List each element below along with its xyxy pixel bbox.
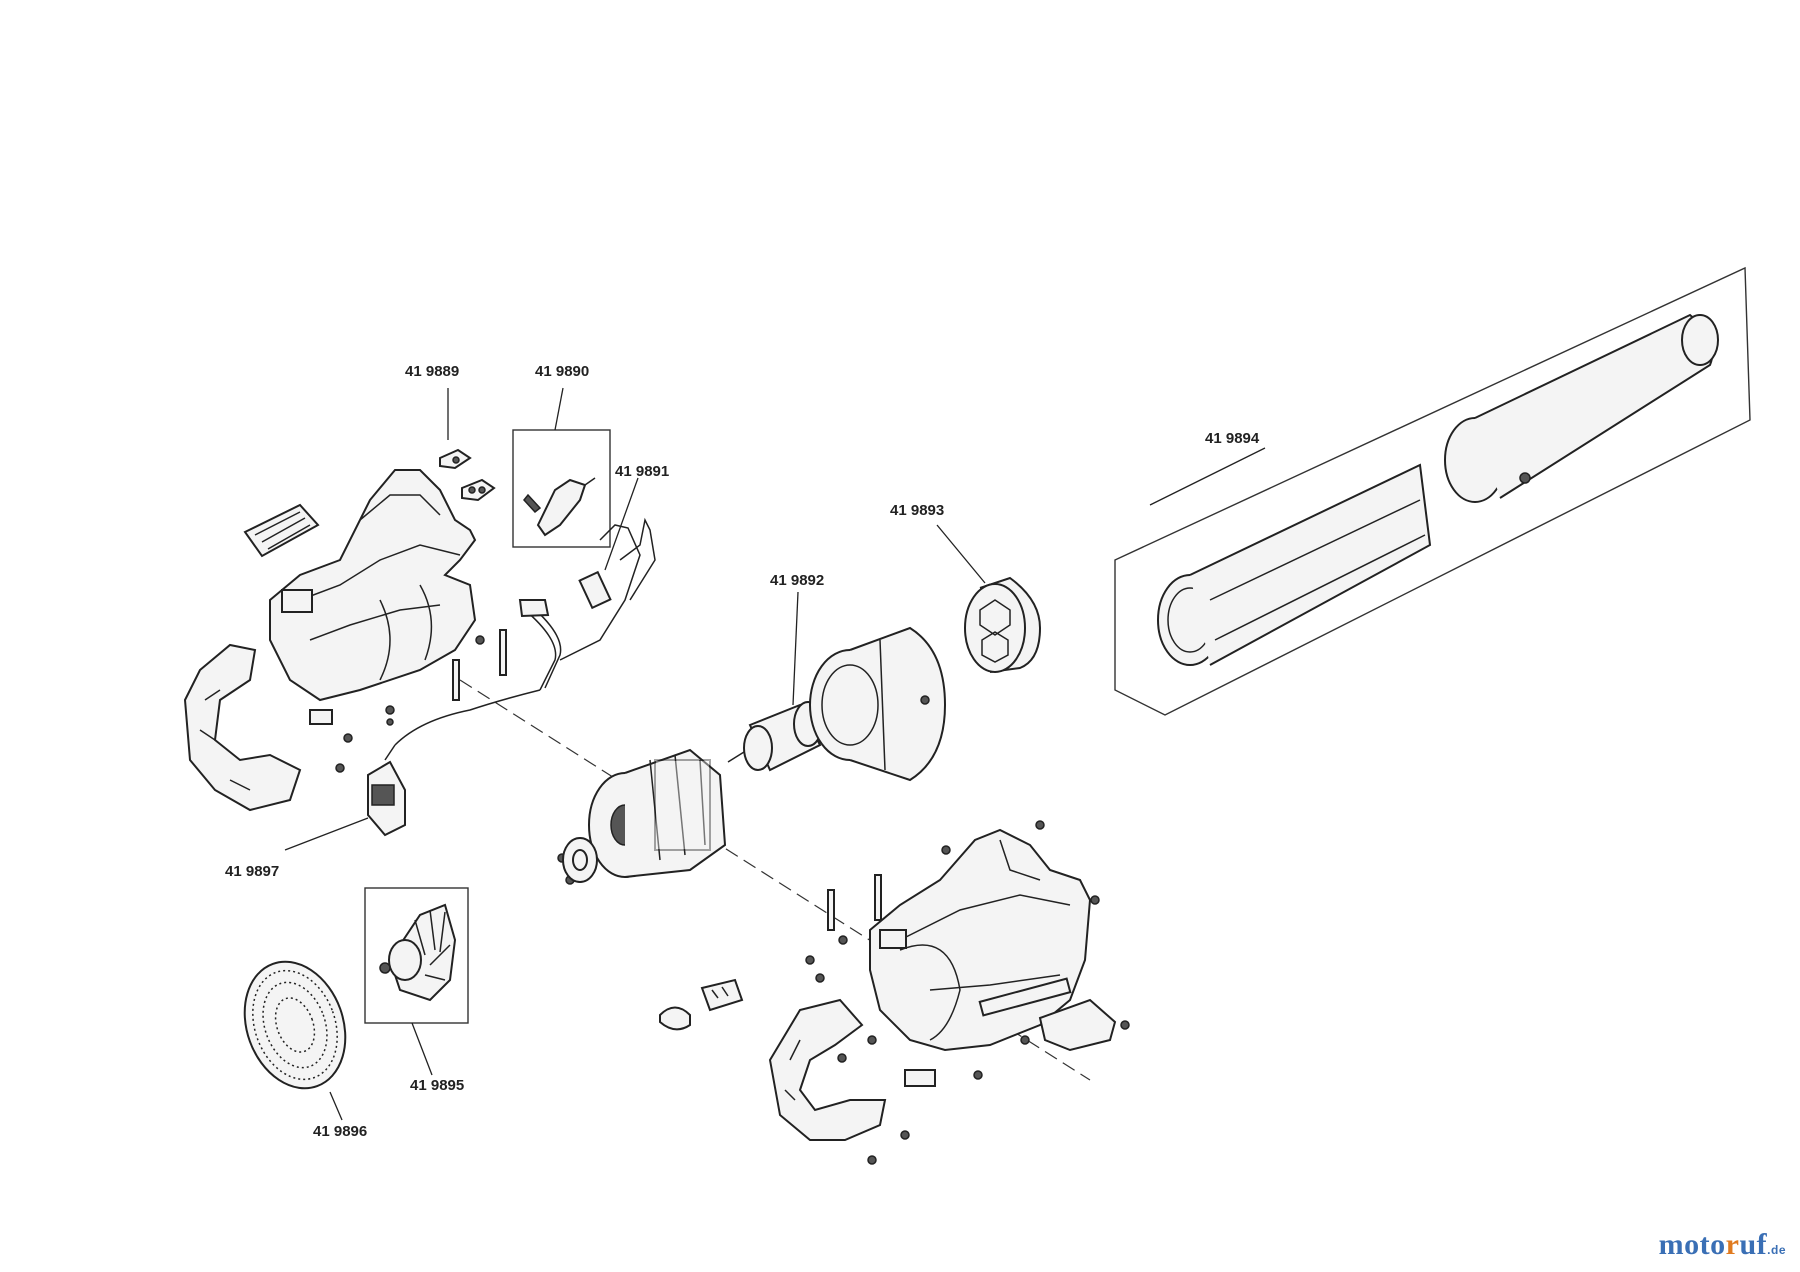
blower-tube xyxy=(1157,313,1719,666)
right-front-cover xyxy=(768,998,887,1141)
label-419890: 41 9890 xyxy=(535,363,589,380)
battery-foot xyxy=(1038,998,1117,1052)
frame-419890 xyxy=(512,429,611,548)
left-housing-half xyxy=(269,469,477,725)
honeycomb-disc xyxy=(964,576,1042,673)
motor-mount xyxy=(809,626,947,782)
wiring-harness xyxy=(384,517,656,761)
fan-shroud xyxy=(588,748,727,878)
label-419889: 41 9889 xyxy=(405,363,459,380)
label-419897: 41 9897 xyxy=(225,863,279,880)
motor xyxy=(727,701,823,772)
label-419891: 41 9891 xyxy=(615,463,669,480)
clip-part xyxy=(904,1069,936,1087)
screws xyxy=(335,635,1130,1165)
right-housing-half xyxy=(869,828,1092,1052)
label-419893: 41 9893 xyxy=(890,502,944,519)
frame-419895 xyxy=(364,887,469,1024)
left-front-cover xyxy=(183,643,302,812)
dowel-pins xyxy=(452,629,882,931)
label-419895: 41 9895 xyxy=(410,1077,464,1094)
label-419896: 41 9896 xyxy=(313,1123,367,1140)
washer xyxy=(562,837,598,883)
label-419894: 41 9894 xyxy=(1205,430,1260,447)
terminal-block xyxy=(367,760,406,837)
trigger-switch xyxy=(523,477,596,537)
fan-impeller xyxy=(379,903,457,1002)
label-419892: 41 9892 xyxy=(770,572,824,589)
mesh-grille xyxy=(243,960,347,1090)
battery-latch-parts xyxy=(659,978,744,1031)
frame-419894 xyxy=(1114,266,1751,716)
vent-cover xyxy=(243,503,320,558)
leader-lines xyxy=(284,387,1266,1121)
button-caps xyxy=(439,448,496,502)
brand-logo: motoruf.de xyxy=(1658,1228,1786,1261)
